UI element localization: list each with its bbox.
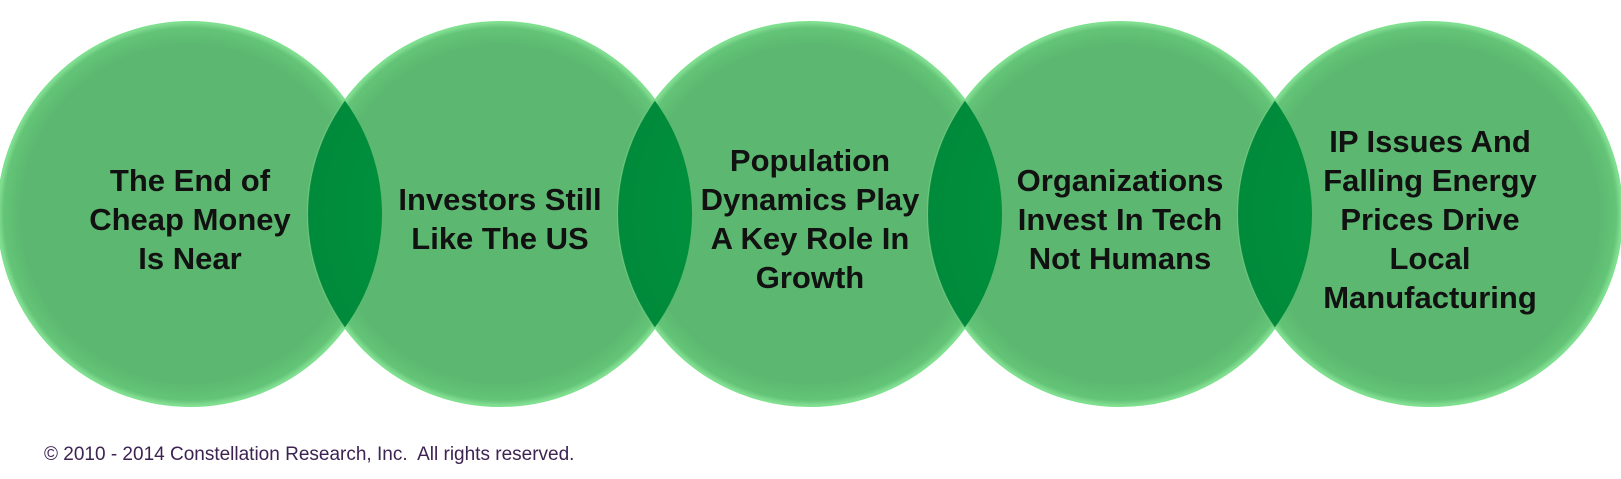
circle-label-population: Population Dynamics Play A Key Role In G… xyxy=(700,143,920,295)
circle-label-ip-energy: IP Issues And Falling Energy Prices Driv… xyxy=(1323,123,1537,315)
overlap-edge-2 xyxy=(617,22,692,406)
overlap-edge-4 xyxy=(1237,22,1312,406)
overlap-edge-3 xyxy=(927,22,1002,406)
copyright-footer: © 2010 - 2014 Constellation Research, In… xyxy=(44,444,575,465)
circle-label-investors: Investors Still Like The US xyxy=(398,182,602,256)
circle-label-cheap-money: The End of Cheap Money Is Near xyxy=(89,162,291,276)
overlap-edge-1 xyxy=(307,22,382,406)
circle-label-organizations: Organizations Invest In Tech Not Humans xyxy=(1016,162,1224,276)
